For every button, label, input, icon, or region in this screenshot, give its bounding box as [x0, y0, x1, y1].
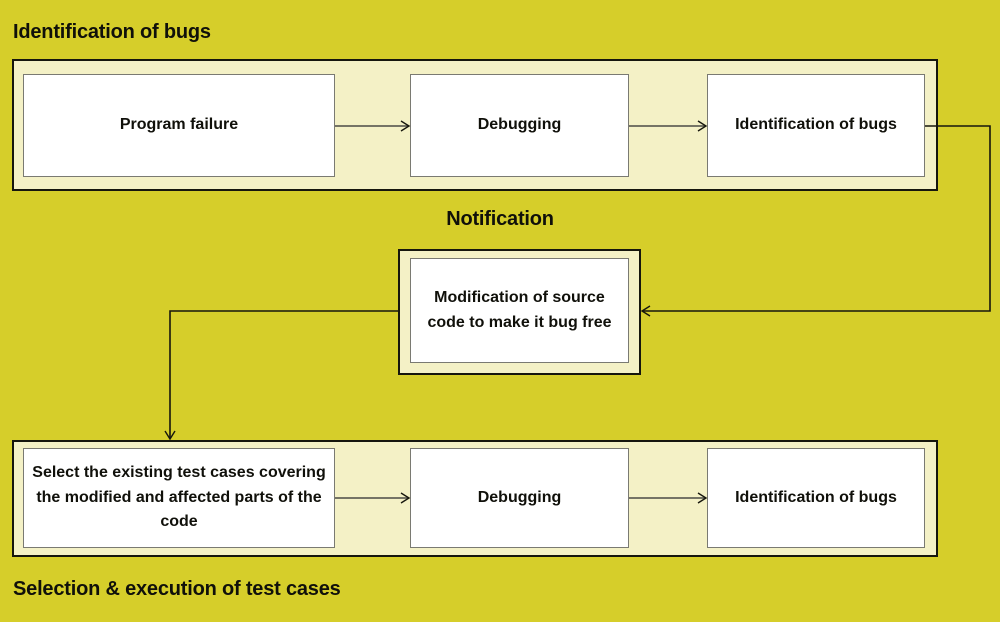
section-caption-identification-of-bugs: Identification of bugs	[13, 21, 211, 43]
section-caption-selection-execution-of-test-cases: Selection & execution of test cases	[13, 578, 341, 600]
node-identification-of-bugs-bottom[interactable]: Identification of bugs	[707, 448, 925, 548]
node-debugging-bottom[interactable]: Debugging	[410, 448, 629, 548]
arrow-modification-to-select-cases	[164, 310, 398, 441]
node-program-failure[interactable]: Program failure	[23, 74, 335, 177]
node-select-existing-test-cases[interactable]: Select the existing test cases covering …	[23, 448, 335, 548]
section-caption-notification: Notification	[446, 208, 554, 230]
node-modification-of-source-code[interactable]: Modification of source code to make it b…	[410, 258, 629, 363]
node-identification-of-bugs-top[interactable]: Identification of bugs	[707, 74, 925, 177]
node-debugging-top[interactable]: Debugging	[410, 74, 629, 177]
